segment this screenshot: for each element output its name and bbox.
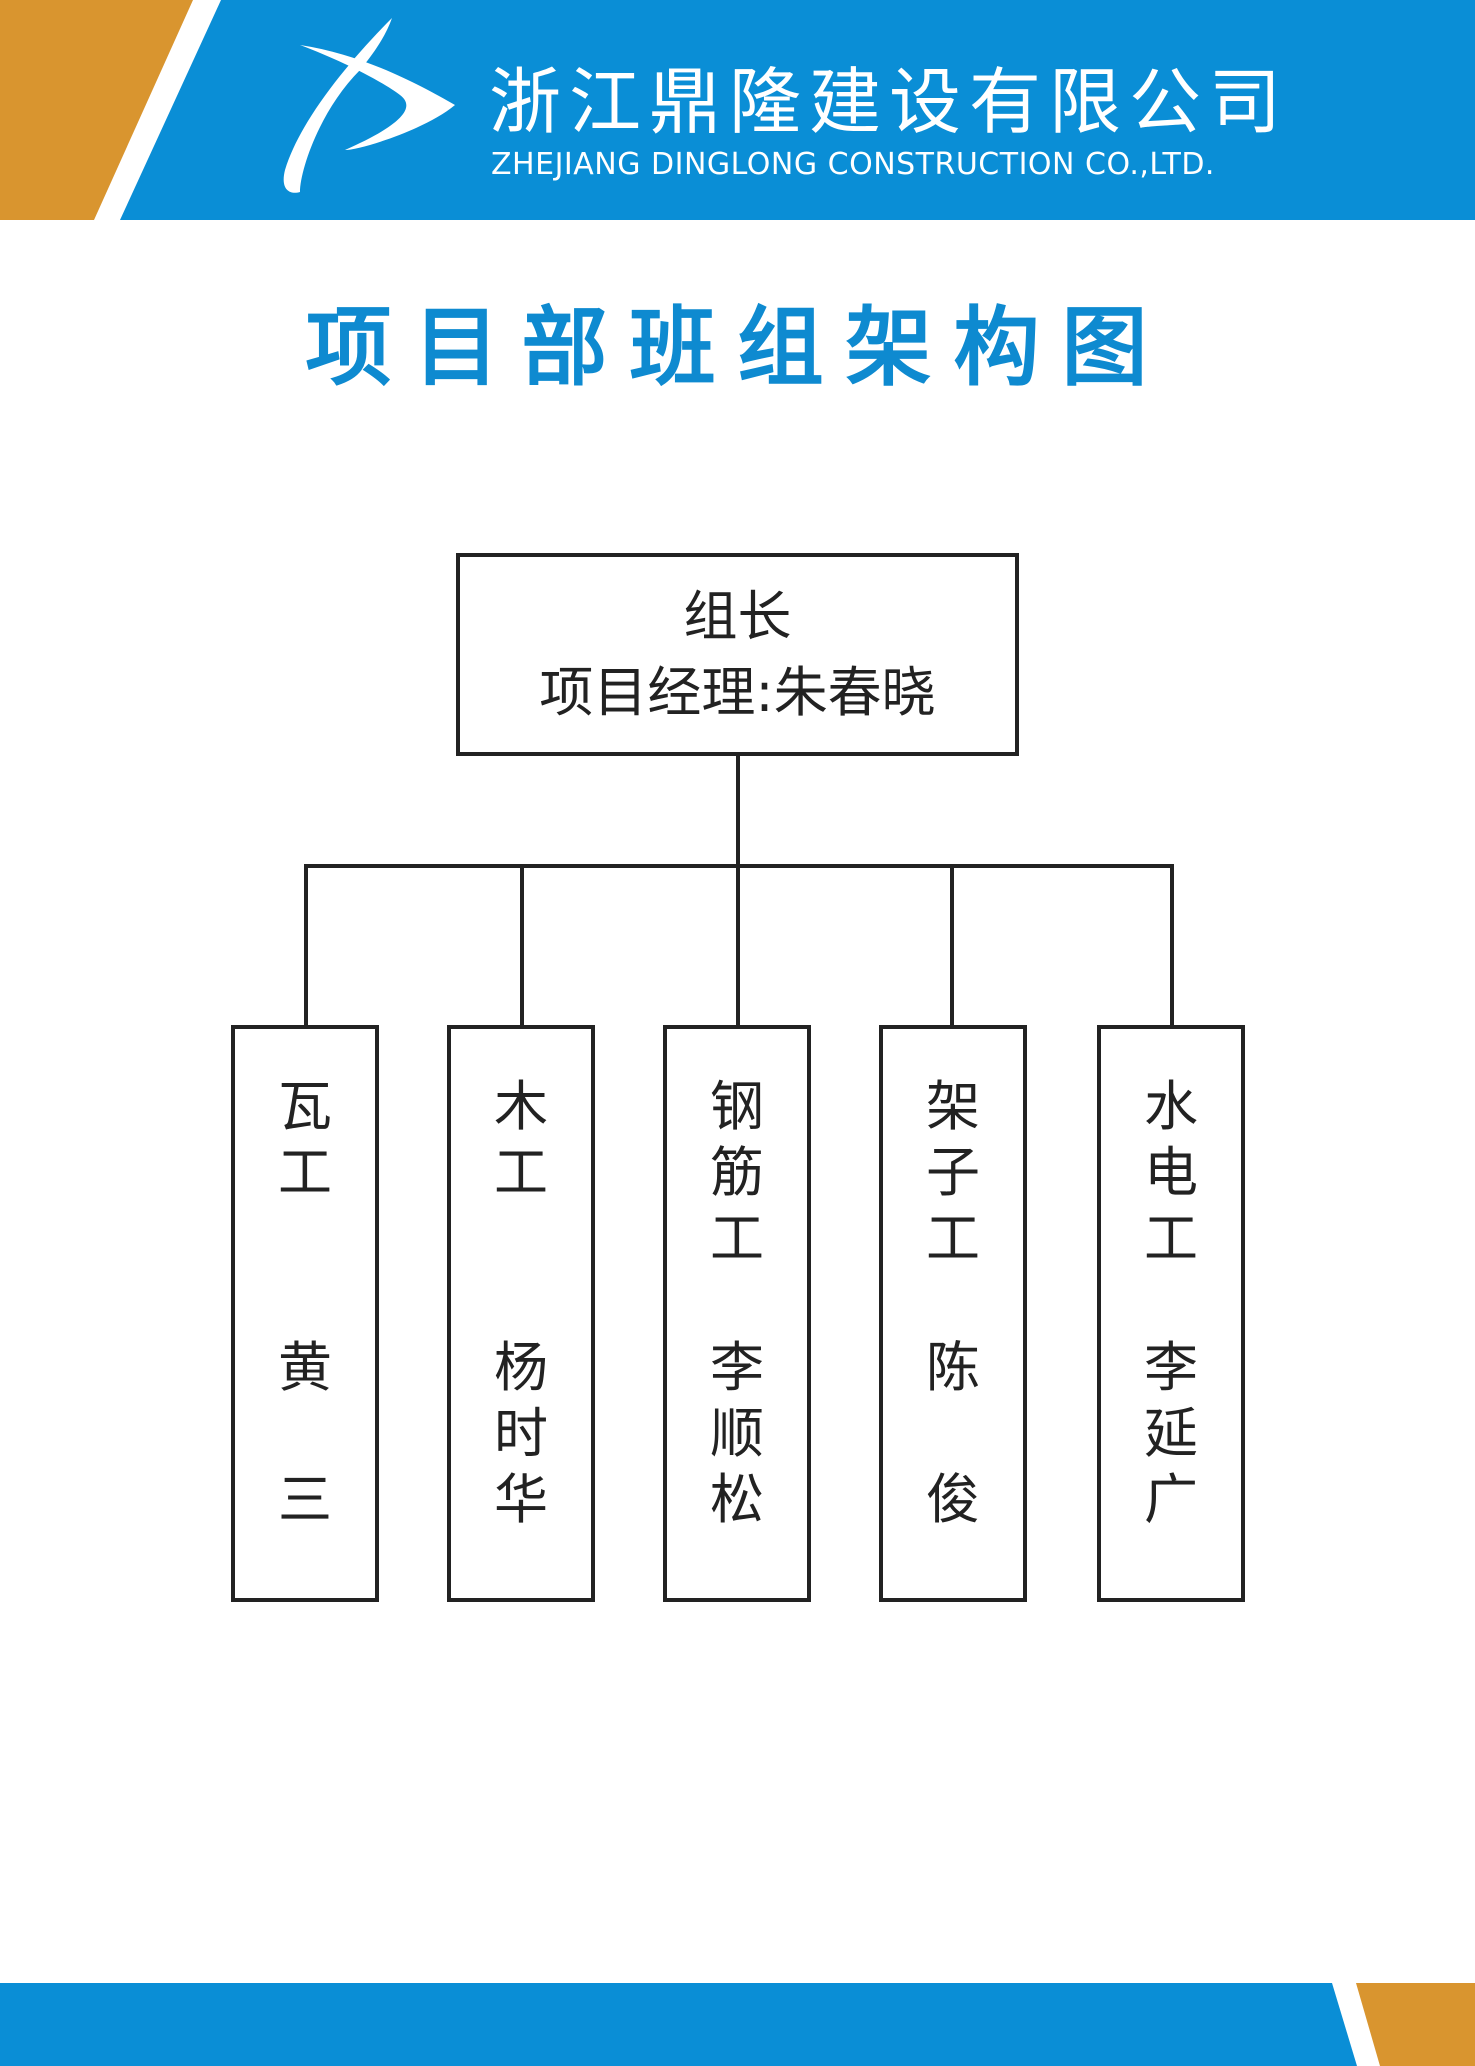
char: 架: [926, 1075, 980, 1138]
char: 水: [1144, 1075, 1198, 1138]
char: 广: [1144, 1468, 1198, 1531]
company-logo-icon: [283, 18, 455, 193]
leader-label: 组长: [683, 585, 792, 648]
char: 陈: [926, 1336, 980, 1399]
char: 松: [710, 1468, 764, 1531]
char: 木: [494, 1075, 548, 1138]
char: 工: [1144, 1207, 1198, 1270]
char: 顺: [710, 1402, 764, 1465]
page-title: 项目部班组架构图: [305, 298, 1170, 398]
team-member-name: 李顺松: [667, 1335, 807, 1533]
team-member-name: 李延广: [1101, 1335, 1241, 1533]
char: 时: [494, 1402, 548, 1465]
char: 延: [1144, 1402, 1198, 1465]
blue-band: [120, 0, 1475, 220]
header-banner: [0, 0, 1475, 220]
char: 俊: [926, 1468, 980, 1531]
char: 工: [926, 1207, 980, 1270]
char: 子: [926, 1141, 980, 1204]
blue-band: [0, 1983, 1357, 2066]
char: 工: [710, 1207, 764, 1270]
team-role: 架子工: [883, 1074, 1023, 1272]
team-role: 瓦工: [235, 1074, 375, 1206]
char: 李: [1144, 1336, 1198, 1399]
team-box: 瓦工 黄三: [231, 1025, 379, 1602]
char: 瓦: [278, 1075, 332, 1138]
char: 工: [278, 1141, 332, 1204]
company-name-en: ZHEJIANG DINGLONG CONSTRUCTION CO.,LTD.: [491, 147, 1215, 182]
team-role: 钢筋工: [667, 1074, 807, 1272]
orange-stripe: [0, 0, 193, 220]
connector-branch: [736, 864, 740, 1026]
char: 李: [710, 1336, 764, 1399]
team-member-name: 黄三: [235, 1335, 375, 1533]
team-box: 钢筋工 李顺松: [663, 1025, 811, 1602]
connector-branch: [950, 864, 954, 1026]
connector-branch: [520, 864, 524, 1026]
footer-banner: [0, 1983, 1475, 2066]
orange-stripe: [1356, 1983, 1475, 2066]
leader-box: 组长 项目经理:朱春晓: [456, 553, 1019, 756]
team-member-name: 陈俊: [883, 1335, 1023, 1533]
leader-name: 项目经理:朱春晓: [539, 661, 936, 724]
connector-branch: [304, 864, 308, 1026]
connector-branch: [1170, 864, 1174, 1026]
team-box: 水电工 李延广: [1097, 1025, 1245, 1602]
char: 钢: [710, 1075, 764, 1138]
team-role: 水电工: [1101, 1074, 1241, 1272]
team-box: 木工 杨时华: [447, 1025, 595, 1602]
char: 杨: [494, 1336, 548, 1399]
char: 华: [494, 1468, 548, 1531]
team-role: 木工: [451, 1074, 591, 1206]
team-box: 架子工 陈俊: [879, 1025, 1027, 1602]
char: 电: [1144, 1141, 1198, 1204]
char: 筋: [710, 1141, 764, 1204]
char: 工: [494, 1141, 548, 1204]
company-name-cn: 浙江鼎隆建设有限公司: [489, 60, 1290, 144]
char: 黄: [278, 1336, 332, 1399]
team-member-name: 杨时华: [451, 1335, 591, 1533]
char: 三: [278, 1468, 332, 1531]
connector-trunk: [736, 755, 740, 868]
